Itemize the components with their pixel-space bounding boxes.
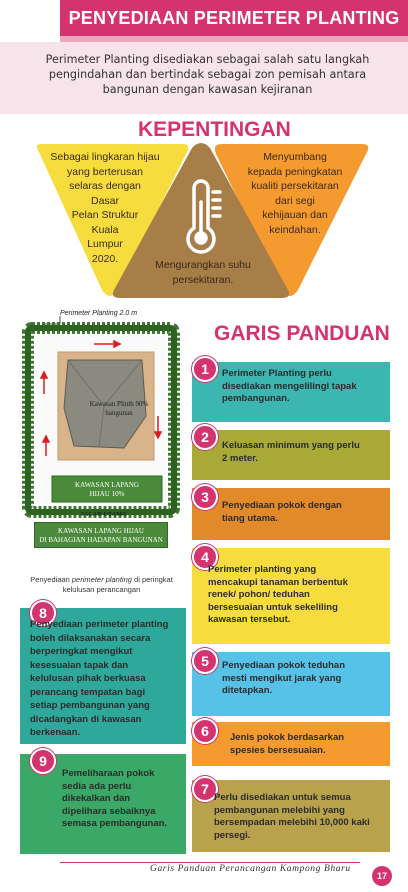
guideline-number-3: 3 [192,484,218,510]
guideline-number-4: 4 [192,544,218,570]
footer-title: Garis Panduan Perancangan Kampong Bharu [150,864,351,874]
footer-rule [60,862,360,863]
guideline-number-8: 8 [30,600,56,626]
perimeter-dimension-label: Perimeter Planting 2.0 m [60,310,138,317]
guideline-box-5 [192,652,390,716]
building-roof [63,359,147,449]
guideline-number-2: 2 [192,424,218,450]
guideline-number-6: 6 [192,718,218,744]
intro-panel [0,42,408,114]
site-plan-diagram [22,316,180,518]
page-number: 17 [372,866,392,886]
road-label: JALAN UTAMA [81,511,127,518]
guideline-box-4 [192,548,390,644]
orange-triangle-text: Menyumbang kepada peningkatan kualiti pe… [247,151,343,236]
lapang-label: KAWASAN LAPANG HIJAU 10% [75,481,139,498]
garis-panduan-title: GARIS PANDUAN [214,322,390,345]
guideline-number-1: 1 [192,356,218,382]
guideline-box-1 [192,362,390,422]
orange-triangle [214,144,369,296]
guideline-box-2 [192,430,390,480]
lapang-hijau-box [51,475,163,503]
front-lapang-box [34,522,168,548]
guideline-box-6 [192,722,390,766]
intro-text: Perimeter Planting disediakan sebagai sa… [45,53,370,96]
guideline-box-7 [192,780,390,852]
yellow-triangle-text: Sebagai lingkaran hijau yang berterusan … [50,151,160,265]
kepentingan-title: KEPENTINGAN [138,118,291,141]
brown-triangle-text: Mengurangkan suhu persekitaran. [155,259,251,286]
guideline-box-3 [192,488,390,540]
thermometer-icon [186,179,222,254]
building-label: Kawasan Plinth 90% bangunan [89,400,149,417]
page-title: PENYEDIAAN PERIMETER PLANTING [60,0,408,36]
guideline-number-9: 9 [30,748,56,774]
title-underline [60,36,408,42]
front-lapang-label: KAWASAN LAPANG HIJAU DI BAHAGIAN HADAPAN… [39,527,163,544]
yellow-triangle [36,144,189,296]
kepentingan-triangles [36,143,369,298]
guideline-number-7: 7 [192,776,218,802]
guideline-box-8 [20,608,186,744]
guideline-number-5: 5 [192,648,218,674]
plan-caption: Penyediaan perimeter planting di peringk… [30,575,173,594]
